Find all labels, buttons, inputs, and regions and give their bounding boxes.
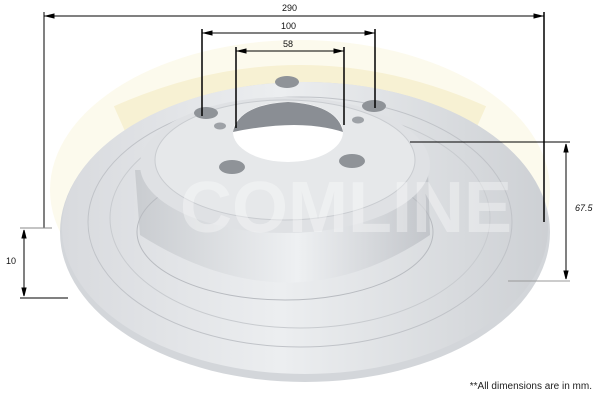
dim-height: 67.5 (575, 203, 593, 213)
watermark-text: COMLINE (180, 168, 512, 248)
units-note: **All dimensions are in mm. (469, 381, 592, 392)
dim-pcd: 100 (281, 21, 297, 31)
dim-outer-diameter: 290 (282, 3, 298, 13)
dim-center-bore: 58 (283, 39, 294, 49)
dim-thickness: 10 (6, 256, 17, 266)
disc-body (60, 76, 550, 382)
dimension-lines (20, 12, 570, 299)
